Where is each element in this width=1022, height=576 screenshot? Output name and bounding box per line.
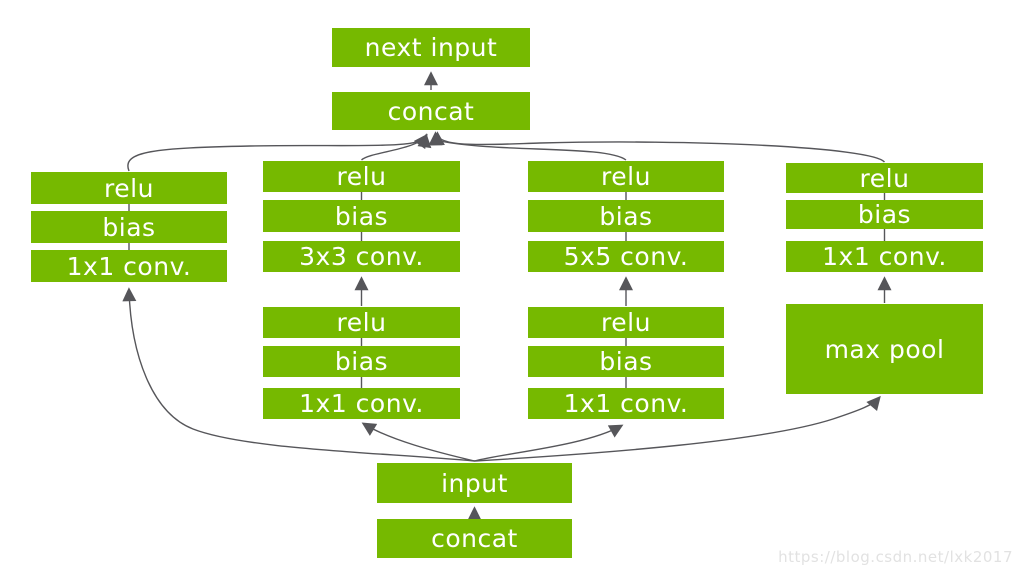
node-concat-bottom: concat — [377, 519, 572, 558]
node-branch3-5x5-conv: 5x5 conv. — [528, 241, 724, 272]
node-concat-top: concat — [332, 92, 530, 130]
arrow-input-to-branch3 — [474, 424, 624, 462]
node-branch3-upper-bias: bias — [528, 200, 724, 232]
node-branch4-relu: relu — [786, 163, 983, 193]
node-branch4-bias: bias — [786, 200, 983, 229]
node-branch2-1x1-conv: 1x1 conv. — [263, 388, 460, 419]
node-next-input: next input — [332, 28, 530, 67]
arrow-branch2-to-concat — [361, 133, 428, 161]
node-branch2-3x3-conv: 3x3 conv. — [263, 241, 460, 272]
node-branch2-upper-bias: bias — [263, 200, 460, 232]
node-branch3-upper-relu: relu — [528, 161, 724, 192]
node-input: input — [377, 463, 572, 503]
arrow-branch3-to-concat — [428, 131, 627, 161]
node-branch1-relu: relu — [31, 172, 227, 204]
node-branch3-1x1-conv: 1x1 conv. — [528, 388, 724, 419]
arrow-branch4-to-concat — [430, 131, 886, 163]
node-branch1-1x1-conv: 1x1 conv. — [31, 250, 227, 282]
node-branch4-1x1-conv: 1x1 conv. — [786, 241, 983, 272]
node-branch2-lower-relu: relu — [263, 307, 460, 338]
node-branch3-lower-bias: bias — [528, 346, 724, 377]
node-branch1-bias: bias — [31, 211, 227, 243]
node-max-pool: max pool — [786, 304, 983, 394]
watermark: https://blog.csdn.net/lxk2017 — [778, 548, 1013, 566]
node-branch3-lower-relu: relu — [528, 307, 724, 338]
arrow-input-to-branch2 — [361, 422, 475, 462]
node-branch2-lower-bias: bias — [263, 346, 460, 377]
node-branch2-upper-relu: relu — [263, 161, 460, 192]
